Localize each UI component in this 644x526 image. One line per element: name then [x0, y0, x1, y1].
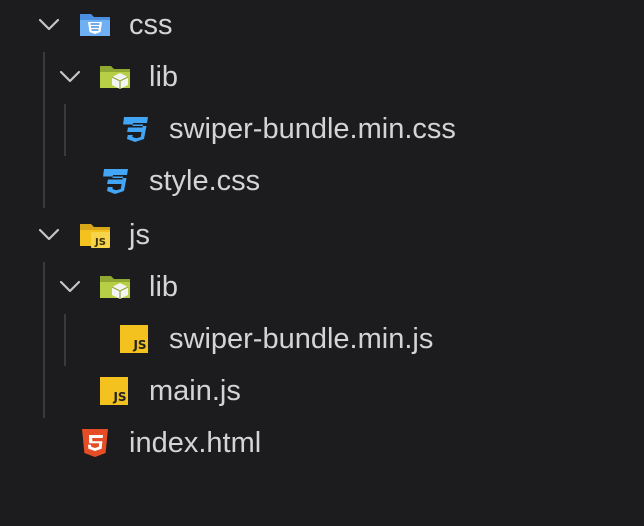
folder-lib-open-icon	[100, 66, 130, 89]
tree-item-label: lib	[149, 61, 179, 93]
folder-lib-open-icon	[100, 276, 130, 299]
tree-item-label: main.js	[149, 375, 241, 407]
tree-item-label: lib	[149, 271, 179, 303]
svg-text:JS: JS	[94, 237, 106, 248]
js-file-icon: JS	[120, 325, 148, 353]
tree-item-js-folder[interactable]: JS js	[0, 210, 644, 262]
tree-item-main-js[interactable]: JS main.js	[0, 366, 644, 418]
folder-css-open-icon	[80, 14, 110, 36]
tree-item-swiper-bundle-min-css[interactable]: swiper-bundle.min.css	[0, 104, 644, 156]
tree-item-swiper-bundle-min-js[interactable]: JS swiper-bundle.min.js	[0, 314, 644, 366]
tree-item-index-html[interactable]: index.html	[0, 418, 644, 470]
tree-item-style-css[interactable]: style.css	[0, 156, 644, 208]
svg-text:JS: JS	[132, 338, 146, 352]
chevron-down-icon[interactable]	[57, 64, 83, 90]
html-file-icon	[82, 429, 108, 457]
indent-guide	[43, 52, 45, 208]
chevron-down-icon[interactable]	[36, 12, 62, 38]
tree-item-label: css	[129, 9, 173, 41]
folder-js-open-icon: JS	[80, 224, 110, 248]
css-file-icon	[103, 169, 128, 194]
chevron-down-icon[interactable]	[57, 274, 83, 300]
tree-item-lib-folder[interactable]: lib	[0, 262, 644, 314]
css-file-icon	[123, 117, 148, 142]
tree-item-lib-folder[interactable]: lib	[0, 52, 644, 104]
indent-guide	[64, 104, 66, 156]
indent-guide	[43, 262, 45, 418]
tree-item-css-folder[interactable]: css	[0, 0, 644, 52]
svg-text:JS: JS	[112, 390, 126, 404]
tree-item-label: style.css	[149, 165, 261, 197]
chevron-down-icon[interactable]	[36, 222, 62, 248]
js-file-icon: JS	[100, 377, 128, 405]
tree-item-label: swiper-bundle.min.css	[169, 113, 456, 145]
tree-item-label: index.html	[129, 427, 262, 459]
tree-item-label: swiper-bundle.min.js	[169, 323, 434, 355]
indent-guide	[64, 314, 66, 366]
tree-item-label: js	[129, 219, 150, 251]
